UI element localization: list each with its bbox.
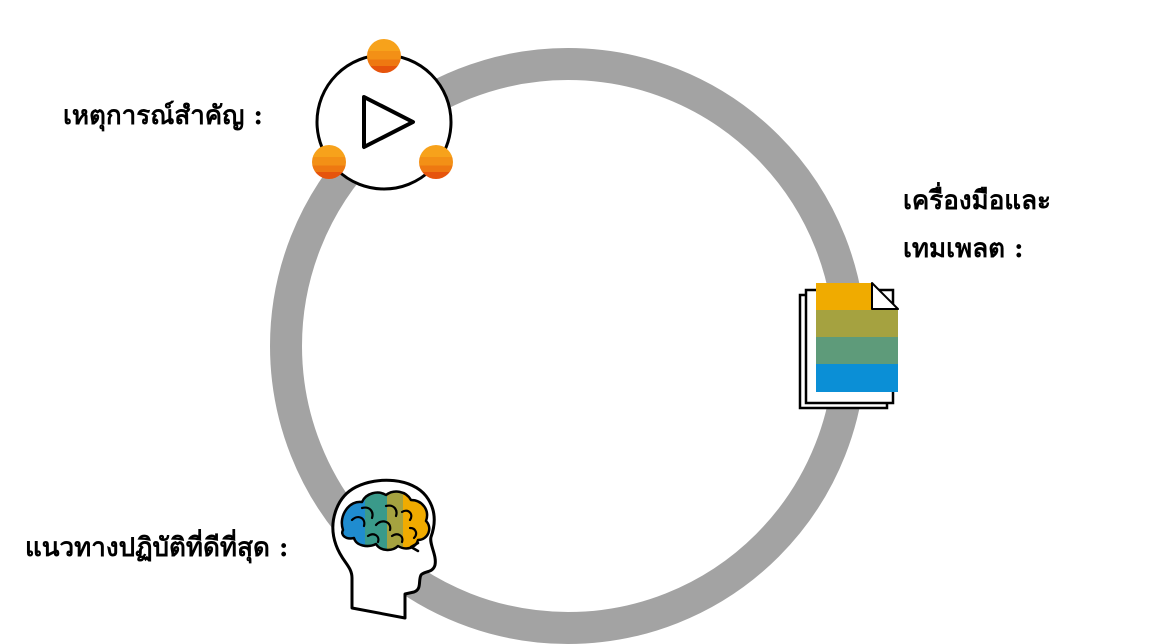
documents-stack-icon [798,282,899,410]
doc-band-3 [816,337,898,365]
label-events: เหตุการณ์สำคัญ : [63,101,264,131]
doc-folded-corner [871,282,899,310]
head-brain-icon [331,478,437,620]
brain-stem-mark [409,541,420,553]
orange-node-right [419,145,453,179]
label-tools-line2: เทมเพลต : [903,234,1024,264]
doc-band-4 [816,364,898,392]
orange-node-top [367,39,401,73]
play-cycle-icon [312,39,453,191]
play-triangle [362,95,415,149]
doc-band-1 [816,283,872,311]
brain-folds [350,504,418,544]
doc-band-2 [816,310,898,338]
label-tools-line1: เครื่องมือและ [903,186,1051,216]
brain-outline [340,490,431,552]
orange-node-left [312,145,346,179]
label-best-practices: แนวทางปฏิบัติที่ดีที่สุด : [25,533,289,563]
